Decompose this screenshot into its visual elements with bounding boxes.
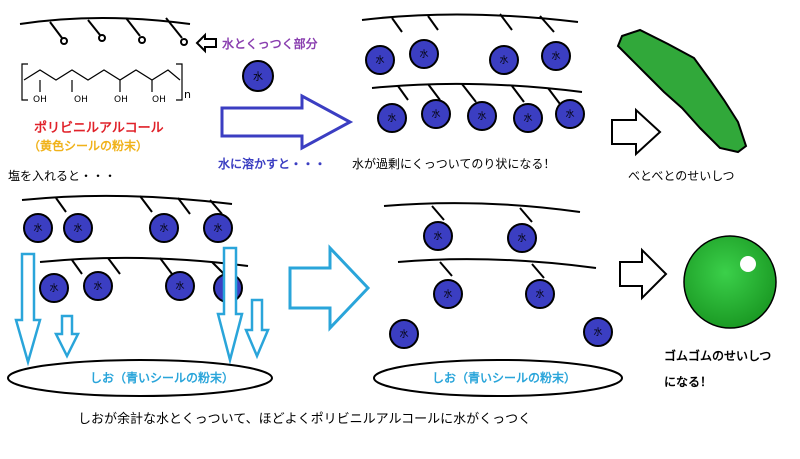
pva-name-label: ポリビニルアルコール bbox=[34, 120, 164, 136]
big-blue-arrow-icon bbox=[220, 93, 354, 151]
svg-text:水: 水 bbox=[73, 222, 82, 234]
rubber-label-2: になる！ bbox=[664, 375, 712, 389]
sticky-green-blob bbox=[616, 28, 748, 154]
svg-text:水: 水 bbox=[433, 230, 442, 242]
hydrated-chains-paste: 水水 水水 水水 水水 水 bbox=[361, 13, 585, 133]
svg-text:水: 水 bbox=[419, 48, 428, 60]
dissolve-label: 水に溶かすと・・・ bbox=[218, 156, 326, 171]
svg-text:水: 水 bbox=[175, 280, 184, 292]
svg-text:水: 水 bbox=[213, 222, 222, 234]
svg-text:水: 水 bbox=[477, 110, 486, 122]
rubber-label-1: ゴムゴムのせいしつ bbox=[664, 348, 771, 363]
cyan-down-arrows bbox=[14, 246, 270, 367]
bonding-part-label: 水とくっつく部分 bbox=[222, 36, 318, 51]
sticky-label: べとべとのせいしつ bbox=[628, 169, 735, 183]
salt-ellipse-left bbox=[7, 359, 273, 397]
pva-structural-formula bbox=[21, 63, 183, 101]
svg-text:水: 水 bbox=[431, 108, 440, 120]
oh-label-4: OH bbox=[152, 95, 166, 105]
bottom-caption: しおが余計な水とくっついて、ほどよくポリビニルアルコールに水がくっつく bbox=[78, 411, 531, 427]
svg-text:水: 水 bbox=[565, 108, 574, 120]
hollow-arrow-right-icon-bottom bbox=[619, 247, 668, 301]
hollow-arrow-left-icon bbox=[195, 32, 217, 54]
svg-text:水: 水 bbox=[375, 54, 384, 66]
yellow-powder-label: （黄色シールの粉末） bbox=[28, 138, 148, 153]
big-cyan-arrow-icon bbox=[288, 244, 371, 332]
salt-label-left: しお（青いシールの粉末） bbox=[90, 370, 234, 385]
svg-text:水: 水 bbox=[443, 288, 452, 300]
rubber-green-ball bbox=[683, 235, 777, 329]
salt-ellipse-right bbox=[373, 359, 623, 397]
svg-text:水: 水 bbox=[593, 326, 602, 338]
svg-text:水: 水 bbox=[93, 280, 102, 292]
svg-text:水: 水 bbox=[517, 232, 526, 244]
oh-label-2: OH bbox=[74, 95, 88, 105]
oh-label-1: OH bbox=[33, 95, 47, 105]
svg-text:水: 水 bbox=[523, 112, 532, 124]
oh-label-3: OH bbox=[114, 95, 128, 105]
salt-label-right: しお（青いシールの粉末） bbox=[432, 370, 576, 385]
svg-text:水: 水 bbox=[387, 112, 396, 124]
salted-chains: 水水 水水 水水 水水 bbox=[21, 194, 249, 303]
add-salt-label: 塩を入れると・・・ bbox=[8, 168, 116, 183]
svg-text:水: 水 bbox=[49, 282, 58, 294]
svg-text:水: 水 bbox=[159, 222, 168, 234]
svg-text:水: 水 bbox=[535, 288, 544, 300]
svg-text:水: 水 bbox=[253, 71, 263, 83]
balanced-chains: 水水 水水 水水 bbox=[383, 202, 613, 349]
hollow-arrow-right-icon-top bbox=[611, 107, 662, 157]
svg-text:水: 水 bbox=[551, 50, 560, 62]
water-molecule: 水 bbox=[242, 60, 274, 92]
pva-chain-top-left bbox=[19, 17, 191, 46]
svg-text:水: 水 bbox=[499, 54, 508, 66]
n-subscript: n bbox=[184, 88, 191, 101]
svg-text:水: 水 bbox=[33, 222, 42, 234]
excess-water-label: 水が過剰にくっついてのり状になる！ bbox=[352, 156, 555, 171]
svg-text:水: 水 bbox=[399, 328, 408, 340]
